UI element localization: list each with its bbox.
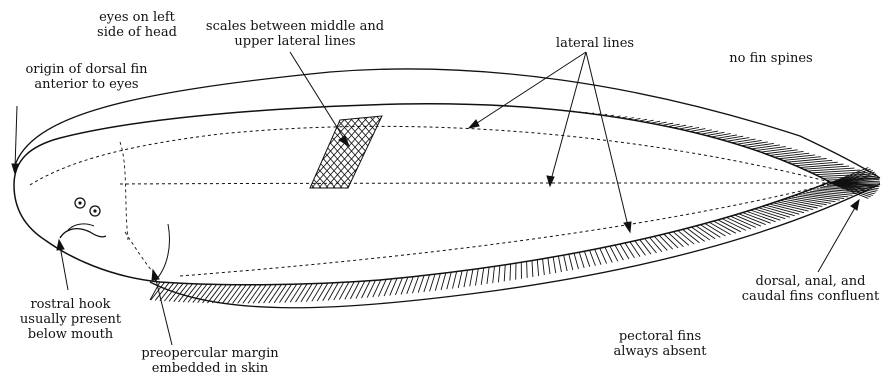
- fin-ray: [761, 206, 794, 215]
- fin-ray: [769, 204, 804, 213]
- fin-ray: [741, 212, 771, 223]
- fin-ray: [724, 216, 751, 229]
- fin-ray: [720, 217, 746, 230]
- fin-ray: [749, 210, 780, 221]
- label-scales: scales between middle and upper lateral …: [205, 19, 385, 49]
- label-no-fin-spines: no fin spines: [716, 51, 826, 66]
- fin-ray: [757, 207, 790, 217]
- fin-ray: [728, 215, 756, 227]
- label-rostral-hook: rostral hook usually present below mouth: [8, 297, 133, 342]
- label-dorsal-fin-origin: origin of dorsal fin anterior to eyes: [4, 62, 169, 92]
- fin-ray: [732, 214, 760, 226]
- fin-ray: [753, 209, 785, 219]
- fin-ray: [765, 205, 799, 214]
- fin-ray: [737, 213, 766, 225]
- label-eyes-left-side: eyes on left side of head: [82, 10, 192, 40]
- label-lateral-lines: lateral lines: [540, 36, 650, 51]
- label-confluent-fins: dorsal, anal, and caudal fins confluent: [732, 274, 889, 304]
- fin-ray: [745, 211, 776, 222]
- label-pectoral-fins: pectoral fins always absent: [600, 329, 720, 359]
- label-preopercular-margin: preopercular margin embedded in skin: [135, 346, 285, 376]
